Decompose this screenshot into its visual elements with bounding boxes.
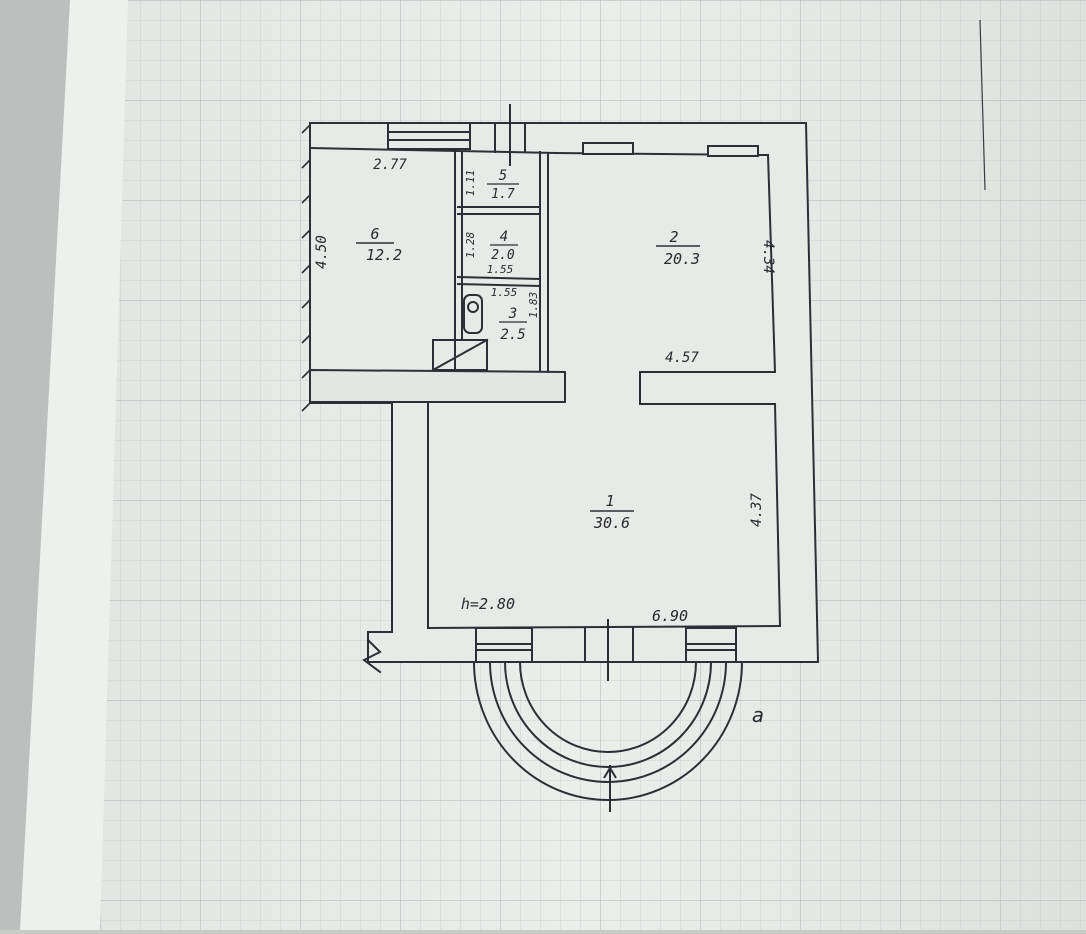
room-3-area: 2.5 <box>500 327 525 343</box>
dim-room1-width: 6.90 <box>652 607 688 625</box>
dim-room2-depth: 4.34 <box>760 240 776 274</box>
room-6-number: 6 <box>370 225 379 243</box>
room-2-label: 2 20.3 <box>656 228 700 268</box>
room-4-area: 2.0 <box>491 248 515 263</box>
dim-room3-width: 1.55 <box>491 286 518 299</box>
room-2-number: 2 <box>669 228 678 246</box>
plan-walls <box>308 104 820 681</box>
plan-letter: a <box>752 703 764 727</box>
room-3-label: 3 2.5 <box>499 306 527 343</box>
room-5-label: 5 1.7 <box>487 168 519 202</box>
dimension-labels: 2.77 4.50 1.11 1.28 1.55 1.55 1.83 4.57 … <box>314 157 776 727</box>
room-5-area: 1.7 <box>491 187 515 202</box>
room-2-area: 20.3 <box>664 250 700 268</box>
room-1-number: 1 <box>605 492 614 510</box>
dim-room2-width: 4.57 <box>665 350 699 366</box>
room-1-label: 1 30.6 <box>590 492 634 532</box>
entrance-steps <box>473 661 743 812</box>
dim-room4-depth: 1.28 <box>464 231 477 258</box>
dim-room5-depth: 1.11 <box>464 170 477 197</box>
dim-room1-depth: 4.37 <box>749 493 765 527</box>
dim-room6-depth: 4.50 <box>314 235 330 269</box>
room-3-number: 3 <box>508 306 517 322</box>
room-labels: 6 12.2 5 1.7 4 2.0 3 2.5 2 20.3 <box>356 168 700 532</box>
margin-line <box>979 19 986 191</box>
dim-room4-width-top: 1.55 <box>487 263 514 276</box>
room-5-number: 5 <box>499 168 507 184</box>
room-6-label: 6 12.2 <box>356 225 402 264</box>
ceiling-height-label: h=2.80 <box>461 595 515 613</box>
dim-room3-depth: 1.83 <box>527 292 540 319</box>
room-1-area: 30.6 <box>593 514 630 532</box>
room-4-label: 4 2.0 <box>490 229 518 263</box>
dim-room6-width: 2.77 <box>373 157 407 173</box>
room-6-area: 12.2 <box>366 246 402 264</box>
west-wall-hatching <box>301 124 311 412</box>
room-4-number: 4 <box>500 229 508 245</box>
